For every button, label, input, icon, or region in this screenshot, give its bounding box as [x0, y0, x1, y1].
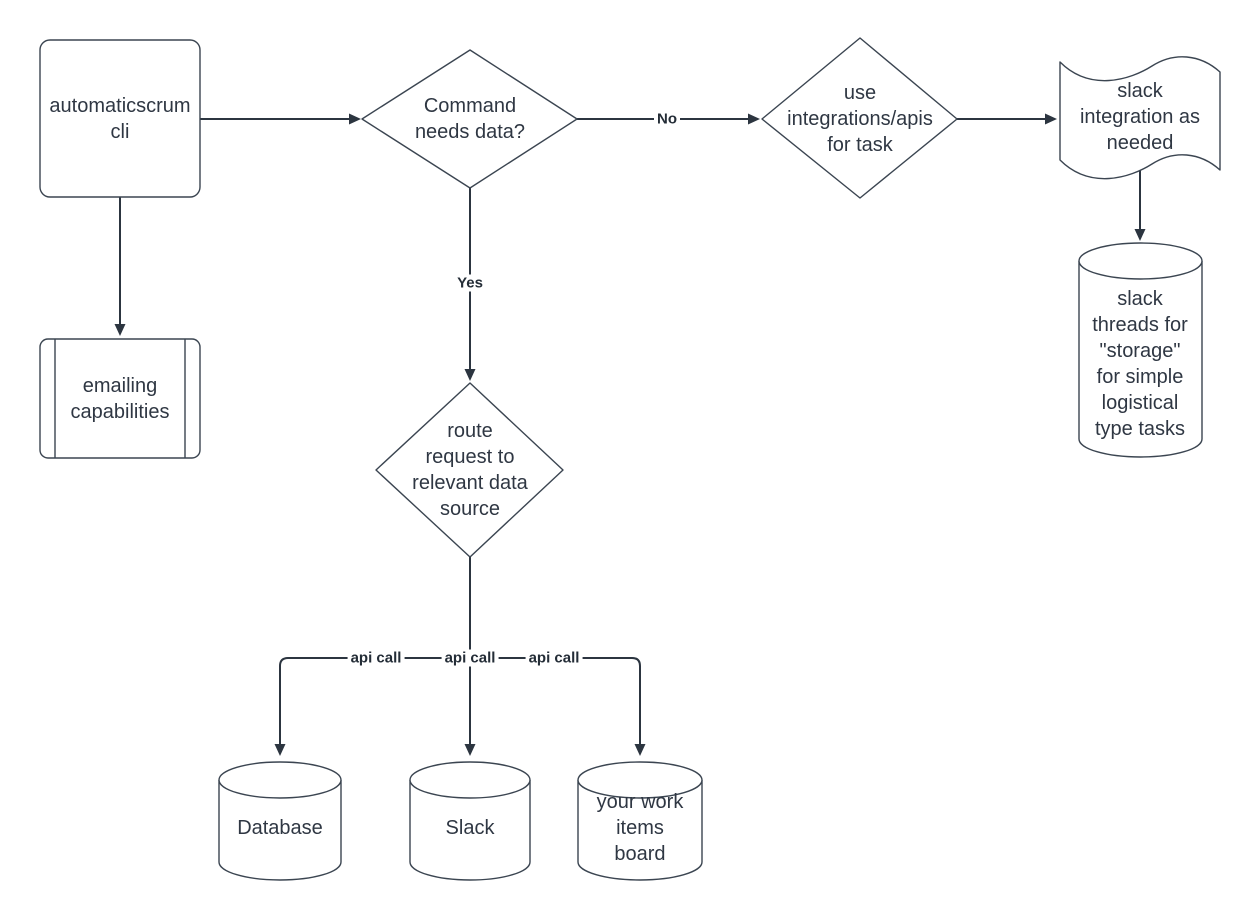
edge-route-to-slack-arrowhead — [464, 744, 476, 756]
node-slack-threads-label: slack threads for "storage" for simple l… — [1092, 288, 1188, 440]
node-emailing-shape — [39, 338, 201, 459]
node-slack-top — [409, 761, 531, 799]
edge-route-to-database-left — [279, 657, 470, 744]
node-route-request-shape — [375, 382, 564, 558]
edge-route-to-workitems-right — [470, 657, 641, 744]
edge-cli-to-emailing-arrowhead — [114, 324, 126, 336]
edge-command-to-route-arrowhead — [464, 369, 476, 381]
node-slack-body — [409, 780, 531, 881]
node-database-body — [218, 780, 342, 881]
node-command-shape — [361, 49, 578, 189]
edge-document-to-threads-arrowhead — [1134, 229, 1146, 241]
node-command-label: Command needs data? — [414, 95, 526, 143]
node-slack-label: Slack — [445, 817, 495, 839]
node-slack-threads-body — [1078, 261, 1203, 458]
node-work-items-label: your work items board — [596, 791, 684, 865]
node-work-items-body — [577, 780, 703, 881]
node-slack-threads-top — [1078, 242, 1203, 280]
edge-label-yes: Yes — [454, 274, 486, 292]
node-use-integrations-label: use integrations/apis for task — [787, 82, 933, 156]
node-use-integrations-shape — [761, 37, 958, 199]
node-slack-integration-shape — [1059, 56, 1221, 180]
edge-label-no: No — [654, 110, 680, 128]
edge-route-to-workitems-arrowhead — [634, 744, 646, 756]
edge-label-api-call-right: api call — [525, 649, 583, 667]
edge-cli-to-command-arrowhead — [349, 113, 361, 125]
node-emailing-inner-bars — [54, 339, 186, 458]
node-cli-shape — [39, 39, 201, 198]
node-work-items-top — [577, 761, 703, 799]
edge-label-api-call-left: api call — [347, 649, 405, 667]
node-database-label: Database — [237, 817, 323, 839]
node-database-top — [218, 761, 342, 799]
node-slack-integration-label: slack integration as needed — [1079, 80, 1201, 154]
edge-use-to-document-arrowhead — [1045, 113, 1057, 125]
edge-label-api-call-middle: api call — [441, 649, 499, 667]
node-cli-label: automaticscrum cli — [49, 94, 191, 143]
edge-command-to-use-arrowhead — [748, 113, 760, 125]
node-emailing-label: emailing capabilities — [70, 374, 170, 423]
node-route-request-label: route request to relevant data source — [412, 420, 528, 520]
edge-route-to-database-arrowhead — [274, 744, 286, 756]
